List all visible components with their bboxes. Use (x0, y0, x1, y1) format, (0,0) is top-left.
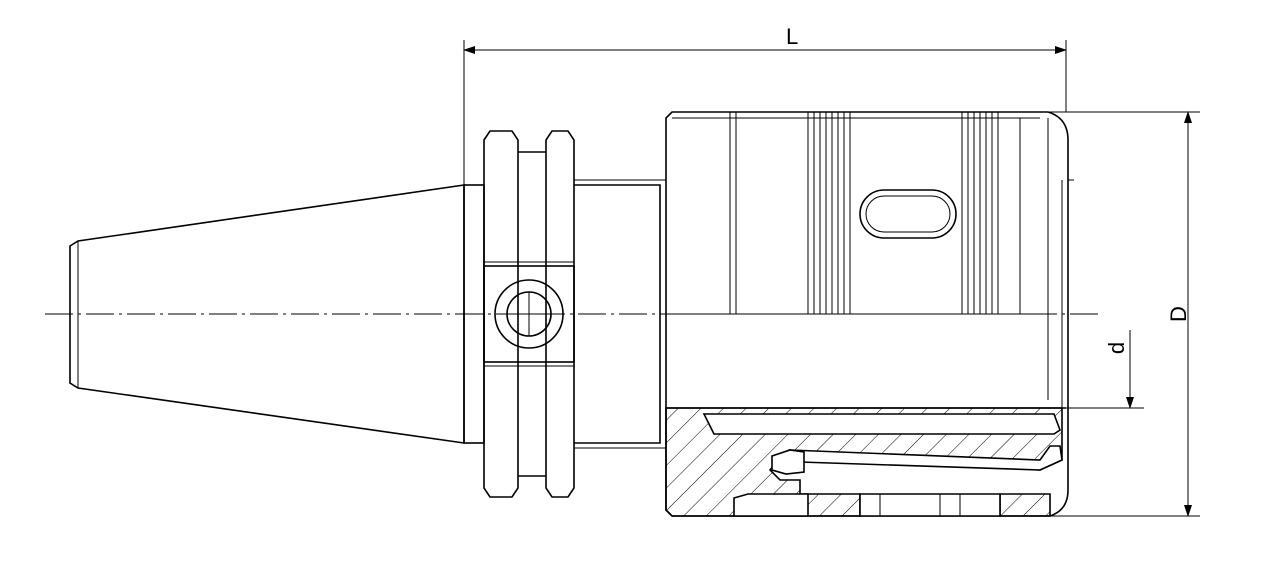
dimension-outer-diameter (1010, 111, 1200, 517)
bore-diameter-label: d (1104, 342, 1129, 354)
dimension-length (463, 40, 1067, 185)
dimension-bore-diameter (1066, 330, 1144, 409)
length-label: L (786, 24, 798, 49)
section-view (665, 407, 1066, 517)
outer-diameter-label: D (1166, 306, 1191, 322)
